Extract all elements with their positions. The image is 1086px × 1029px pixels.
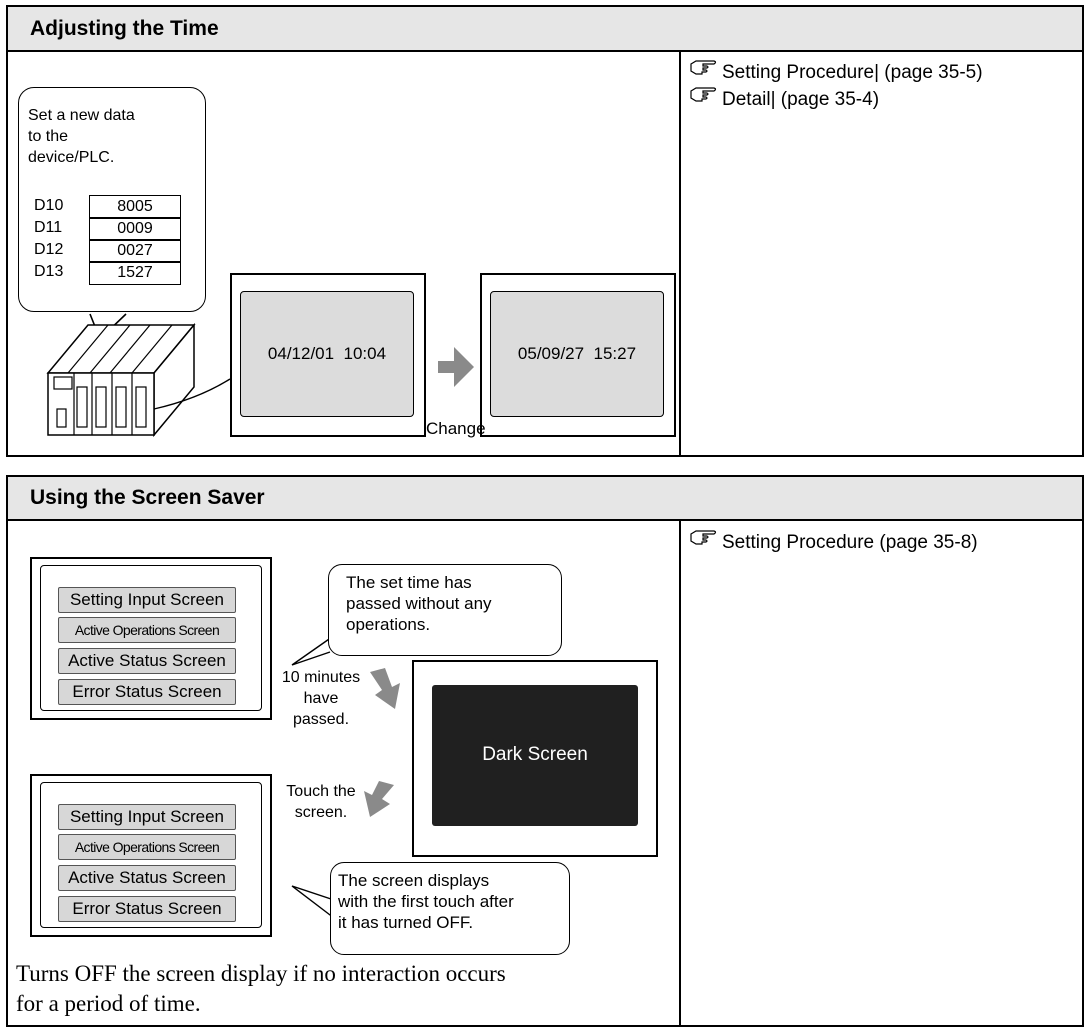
passed-label-line: have [303,690,339,707]
register-table: D10 8005 D11 0009 D12 0027 D13 1527 [34,195,184,291]
active-status-screen-button[interactable]: Active Status Screen [58,648,236,674]
passed-label-line: passed. [292,711,350,728]
reference-link-setting-procedure[interactable]: Setting Procedure (page 35-8) [690,530,978,554]
bubble-time-passed [328,564,562,656]
section-title: Adjusting the Time [8,7,1082,52]
saver-illustration [291,636,400,919]
dark-screen-label: Dark Screen [482,744,588,765]
dark-screen-display: Dark Screen [412,660,658,857]
panel-inner [40,782,262,928]
column-divider [679,521,681,1025]
column-divider [679,52,681,455]
register-name: D12 [34,241,64,258]
description-line: for a period of time. [16,991,201,1016]
reference-link-detail[interactable]: Detail| (page 35-4) [690,87,880,111]
error-status-screen-button[interactable]: Error Status Screen [58,896,236,922]
setting-input-screen-button[interactable]: Setting Input Screen [58,804,236,830]
register-name: D13 [34,263,64,280]
active-status-screen-button[interactable]: Active Status Screen [58,865,236,891]
touch-label: Touch the screen. [278,781,364,823]
active-operations-screen-button[interactable]: Active Operations Screen [58,617,236,643]
screen-list-after: Setting Input Screen Active Operations S… [30,774,272,937]
bubble-line-3: operations. [346,615,431,634]
screen-saver-section: Using the Screen Saver Setting Procedure… [6,475,1084,1027]
register-value: 0009 [89,217,181,241]
display-before: 04/12/01 10:04 [230,273,426,437]
reference-text: Setting Procedure (page 35-8) [722,532,978,553]
pointing-hand-icon [690,60,717,75]
display-after: 05/09/27 15:27 [480,273,676,437]
bubble-line-2: with the first touch after [338,892,514,911]
bubble-line-3: it has turned OFF. [338,913,474,932]
register-name: D10 [34,197,64,214]
description-line: Turns OFF the screen display if no inter… [16,961,506,986]
error-status-screen-button[interactable]: Error Status Screen [58,679,236,705]
passed-label-line: 10 minutes [281,669,361,686]
register-name: D11 [34,219,63,236]
touch-label-line: screen. [294,804,348,821]
register-value: 0027 [89,239,181,263]
description: Turns OFF the screen display if no inter… [16,959,676,1019]
display-screen: 05/09/27 15:27 [490,291,664,417]
bubble-line-1: Set a new data [28,107,135,124]
bubble-first-touch [330,862,570,955]
old-time-value: 04/12/01 10:04 [267,344,387,363]
touch-label-line: Touch the [286,783,356,800]
plc-illustration [46,313,474,438]
bubble-line-2: to the [28,128,69,145]
active-operations-screen-button[interactable]: Active Operations Screen [58,834,236,860]
register-value: 1527 [89,261,181,285]
panel-inner [40,565,262,711]
reference-text: Detail| (page 35-4) [722,89,880,110]
pointing-hand-icon [690,530,717,545]
change-label: Change [426,419,486,438]
pointing-hand-icon [690,87,717,102]
section-title: Using the Screen Saver [8,477,1082,521]
bubble-line-1: The screen displays [338,871,490,890]
reference-link-setting-procedure[interactable]: Setting Procedure| (page 35-5) [690,60,983,84]
display-screen: 04/12/01 10:04 [240,291,414,417]
bubble-line-2: passed without any [346,594,492,613]
passed-label: 10 minutes have passed. [276,667,366,730]
new-time-value: 05/09/27 15:27 [517,344,637,363]
reference-text: Setting Procedure| (page 35-5) [722,62,983,83]
screen-list-before: Setting Input Screen Active Operations S… [30,557,272,720]
instruction-bubble [18,87,206,312]
setting-input-screen-button[interactable]: Setting Input Screen [58,587,236,613]
bubble-line-3: device/PLC. [28,149,115,166]
register-value: 8005 [89,195,181,219]
dark-screen: Dark Screen [432,685,638,826]
bubble-line-1: The set time has [346,573,472,592]
adjusting-time-section: Adjusting the Time Setting Procedure| (p… [6,5,1084,457]
